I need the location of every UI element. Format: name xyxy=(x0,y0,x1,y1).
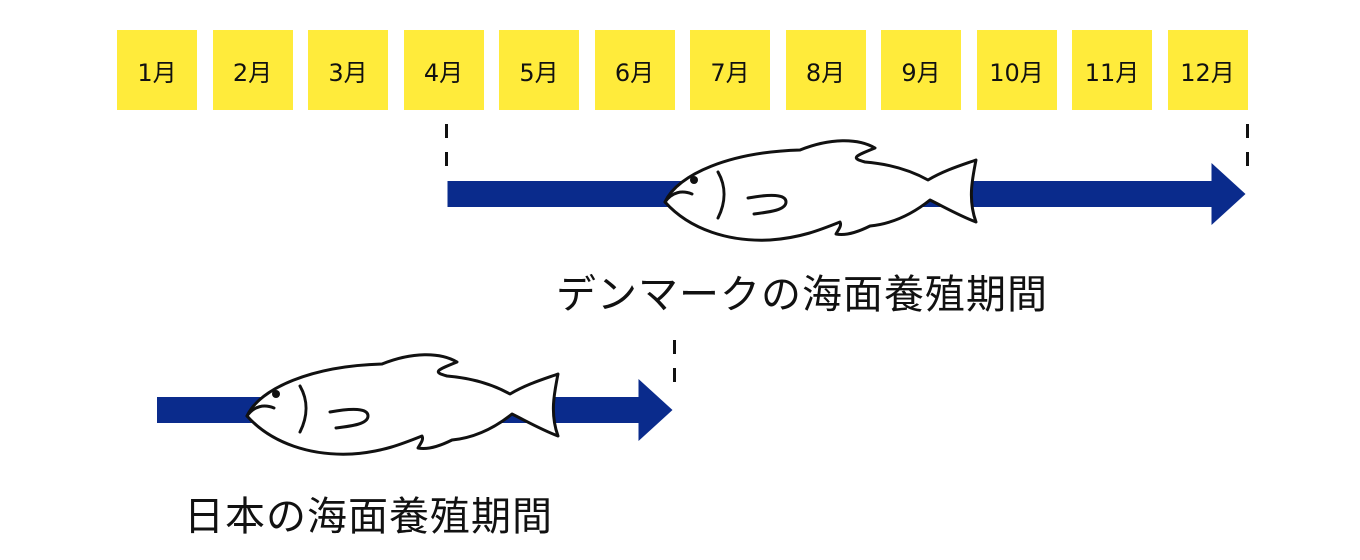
denmark-period-label: デンマークの海面養殖期間 xyxy=(556,272,1048,318)
month-box-1: 1月 xyxy=(117,30,197,110)
month-box-8: 8月 xyxy=(785,30,866,110)
month-box-10: 10月 xyxy=(976,30,1057,110)
denmark-period-arrow xyxy=(445,124,1249,242)
salmon-icon xyxy=(663,139,978,242)
month-box-9: 9月 xyxy=(881,30,961,110)
month-box-7: 7月 xyxy=(690,30,770,110)
japan-period-label: 日本の海面養殖期間 xyxy=(184,494,553,540)
month-box-3: 3月 xyxy=(308,30,388,110)
month-box-12: 12月 xyxy=(1167,30,1248,110)
month-box-5: 5月 xyxy=(499,30,579,110)
salmon-icon xyxy=(245,353,560,456)
month-box-4: 4月 xyxy=(403,30,484,110)
denmark-arrow-head xyxy=(1211,163,1246,225)
japan-period-arrow xyxy=(157,340,676,456)
month-box-6: 6月 xyxy=(594,30,675,110)
japan-arrow-head xyxy=(638,379,673,441)
month-box-2: 2月 xyxy=(212,30,293,110)
month-box-11: 11月 xyxy=(1072,30,1152,110)
